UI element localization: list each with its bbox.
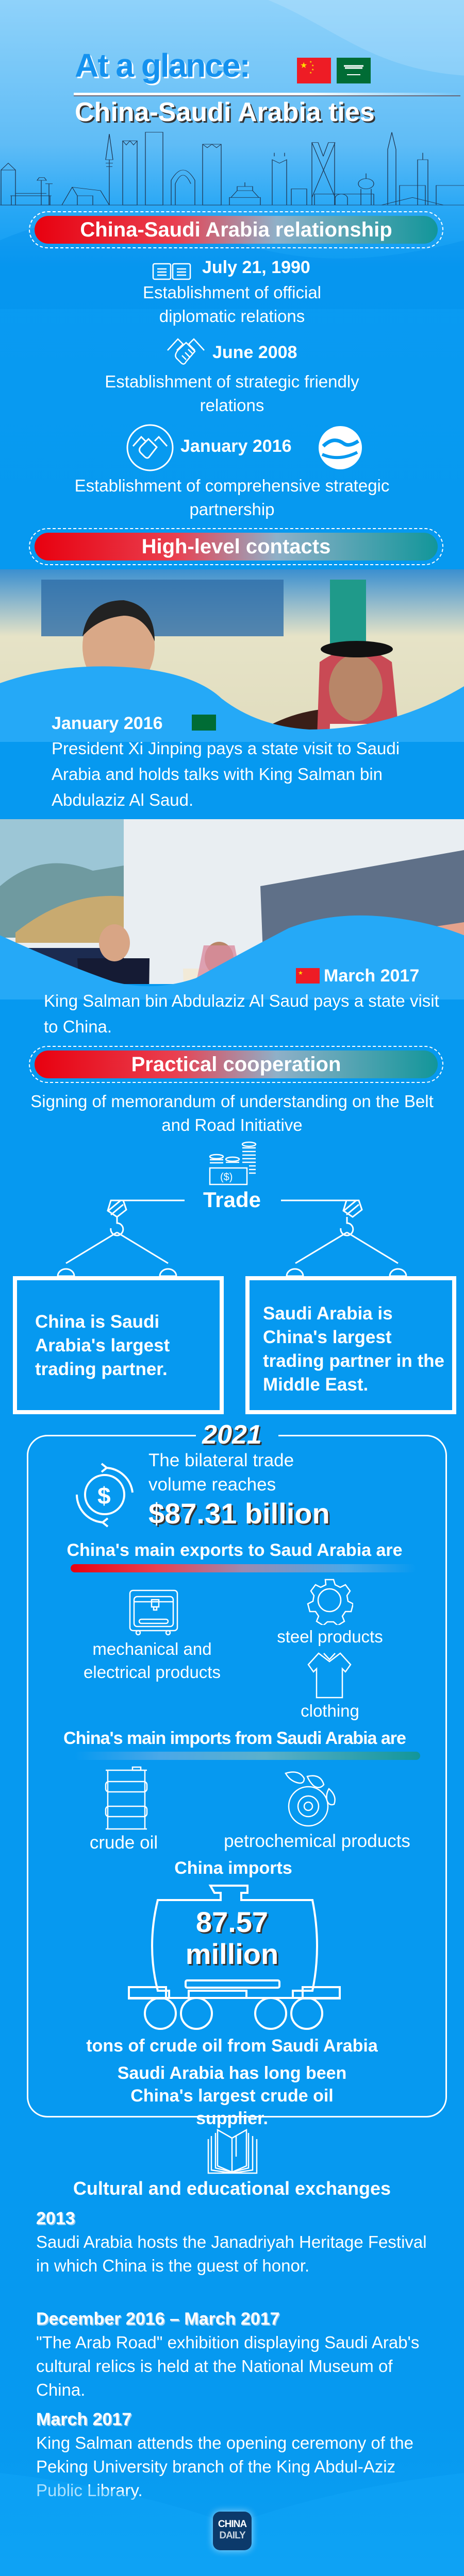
tshirt-icon [306,1651,353,1702]
import-petrochemical-products: petrochemical products [224,1831,410,1851]
event-date: January 2016 [180,436,292,456]
event-description: King Salman attends the opening ceremony… [36,2433,413,2500]
saudi-flag-icon [192,715,216,731]
svg-text:★: ★ [298,970,303,976]
event-date: March 2017 [36,2410,132,2429]
open-book-icon [207,2128,258,2177]
svg-text:($): ($) [220,1172,233,1183]
oil-tank-car-icon [128,1885,341,2030]
svg-text:$: $ [97,1482,111,1509]
import-crude-oil: crude oil [89,1833,158,1853]
event-description: Establishment of comprehensive strategic… [74,476,390,519]
page-title: At a glance: [75,47,251,84]
export-steel-products: steel products [277,1627,383,1646]
svg-text:★: ★ [309,71,312,75]
title-divider [74,93,460,95]
section-title: Practical cooperation [35,1050,438,1078]
year-label-mask [196,1428,278,1444]
china-flag-icon: ★ [296,968,320,984]
event-description: Establishment of strategic friendly rela… [105,372,359,415]
event-date: March 2017 [324,966,420,986]
dollar-exchange-icon: $ [75,1461,135,1532]
oil-import-unit: million [185,1938,279,1970]
event-date: January 2016 [52,714,163,733]
saudi-flag-icon [337,58,371,83]
cultural-section-title: Cultural and educational exchanges [73,2178,391,2199]
svg-text:★: ★ [311,68,314,72]
svg-text:★: ★ [311,64,314,67]
imports-gradient-bar [75,1752,420,1760]
export-clothing: clothing [301,1701,359,1720]
event-description: Establishment of official diplomatic rel… [142,283,322,326]
event-description: President Xi Jinping pays a state visit … [52,739,400,809]
event-date: December 2016 – March 2017 [36,2309,280,2329]
machine-icon [129,1589,178,1638]
section-title: High-level contacts [35,533,438,561]
gear-icon [306,1578,354,1628]
trade-box-saudi: Saudi Arabia is China's largest trading … [245,1276,456,1414]
photo-wave-overlay [0,666,464,742]
photo-wave-overlay [0,915,464,999]
event-date: June 2008 [212,343,297,362]
event-description: King Salman bin Abdulaziz Al Saud pays a… [44,991,439,1036]
oil-import-description: tons of crude oil from Saudi Arabia [86,2036,378,2056]
section-header-practical: Practical cooperation [29,1046,443,1083]
bilateral-line-2: volume reaches [148,1475,276,1495]
trade-label: Trade [203,1188,261,1212]
china-flag-icon: ★★★★★ [297,58,331,83]
handshake-circle-icon [126,423,174,474]
document-icon [152,257,192,280]
crane-hooks-illustration [57,1199,407,1277]
bilateral-line-1: The bilateral trade [148,1450,294,1470]
section-header-relationship: China-Saudi Arabia relationship [29,211,443,248]
mou-description: Signing of memorandum of understanding o… [30,1092,434,1134]
china-imports-label: China imports [174,1858,292,1878]
petrochemical-icon [284,1771,340,1831]
oil-barrel-icon [105,1766,148,1833]
section-header-high-level: High-level contacts [29,528,443,565]
handshake-icon [167,335,205,374]
section-title: China-Saudi Arabia relationship [35,216,438,244]
page-subtitle: China-Saudi Arabia ties [75,97,375,127]
logo-line-1: CHINA [218,2519,247,2530]
city-skyline-illustration [0,132,464,206]
trade-box-china: China is Saudi Arabia's largest trading … [13,1276,224,1414]
svg-text:★: ★ [309,60,312,64]
logo-line-2: DAILY [219,2530,245,2541]
event-date: 2013 [36,2209,75,2228]
exports-heading: China's main exports to Saud Arabia are [67,1540,403,1560]
year-label: 2021 [202,1420,262,1450]
trade-volume-amount: $87.31 billion [148,1497,330,1530]
partnership-swirl-icon [318,426,362,472]
export-mechanical-line-2: electrical products [84,1663,221,1682]
largest-supplier-statement: Saudi Arabia has long been China's large… [117,2063,347,2128]
export-mechanical-line-1: mechanical and [92,1639,212,1658]
event-description: "The Arab Road" exhibition displaying Sa… [36,2333,420,2399]
event-date: July 21, 1990 [202,258,310,277]
svg-text:★: ★ [300,61,307,70]
oil-import-amount: 87.57 [195,1906,269,1938]
imports-heading: China's main imports from Saudi Arabia a… [63,1728,406,1748]
money-coins-icon: ($) [209,1141,258,1189]
event-description: Saudi Arabia hosts the Janadriyah Herita… [36,2232,427,2275]
exports-gradient-bar [71,1564,416,1572]
china-daily-logo: CHINA DAILY [213,2512,252,2550]
